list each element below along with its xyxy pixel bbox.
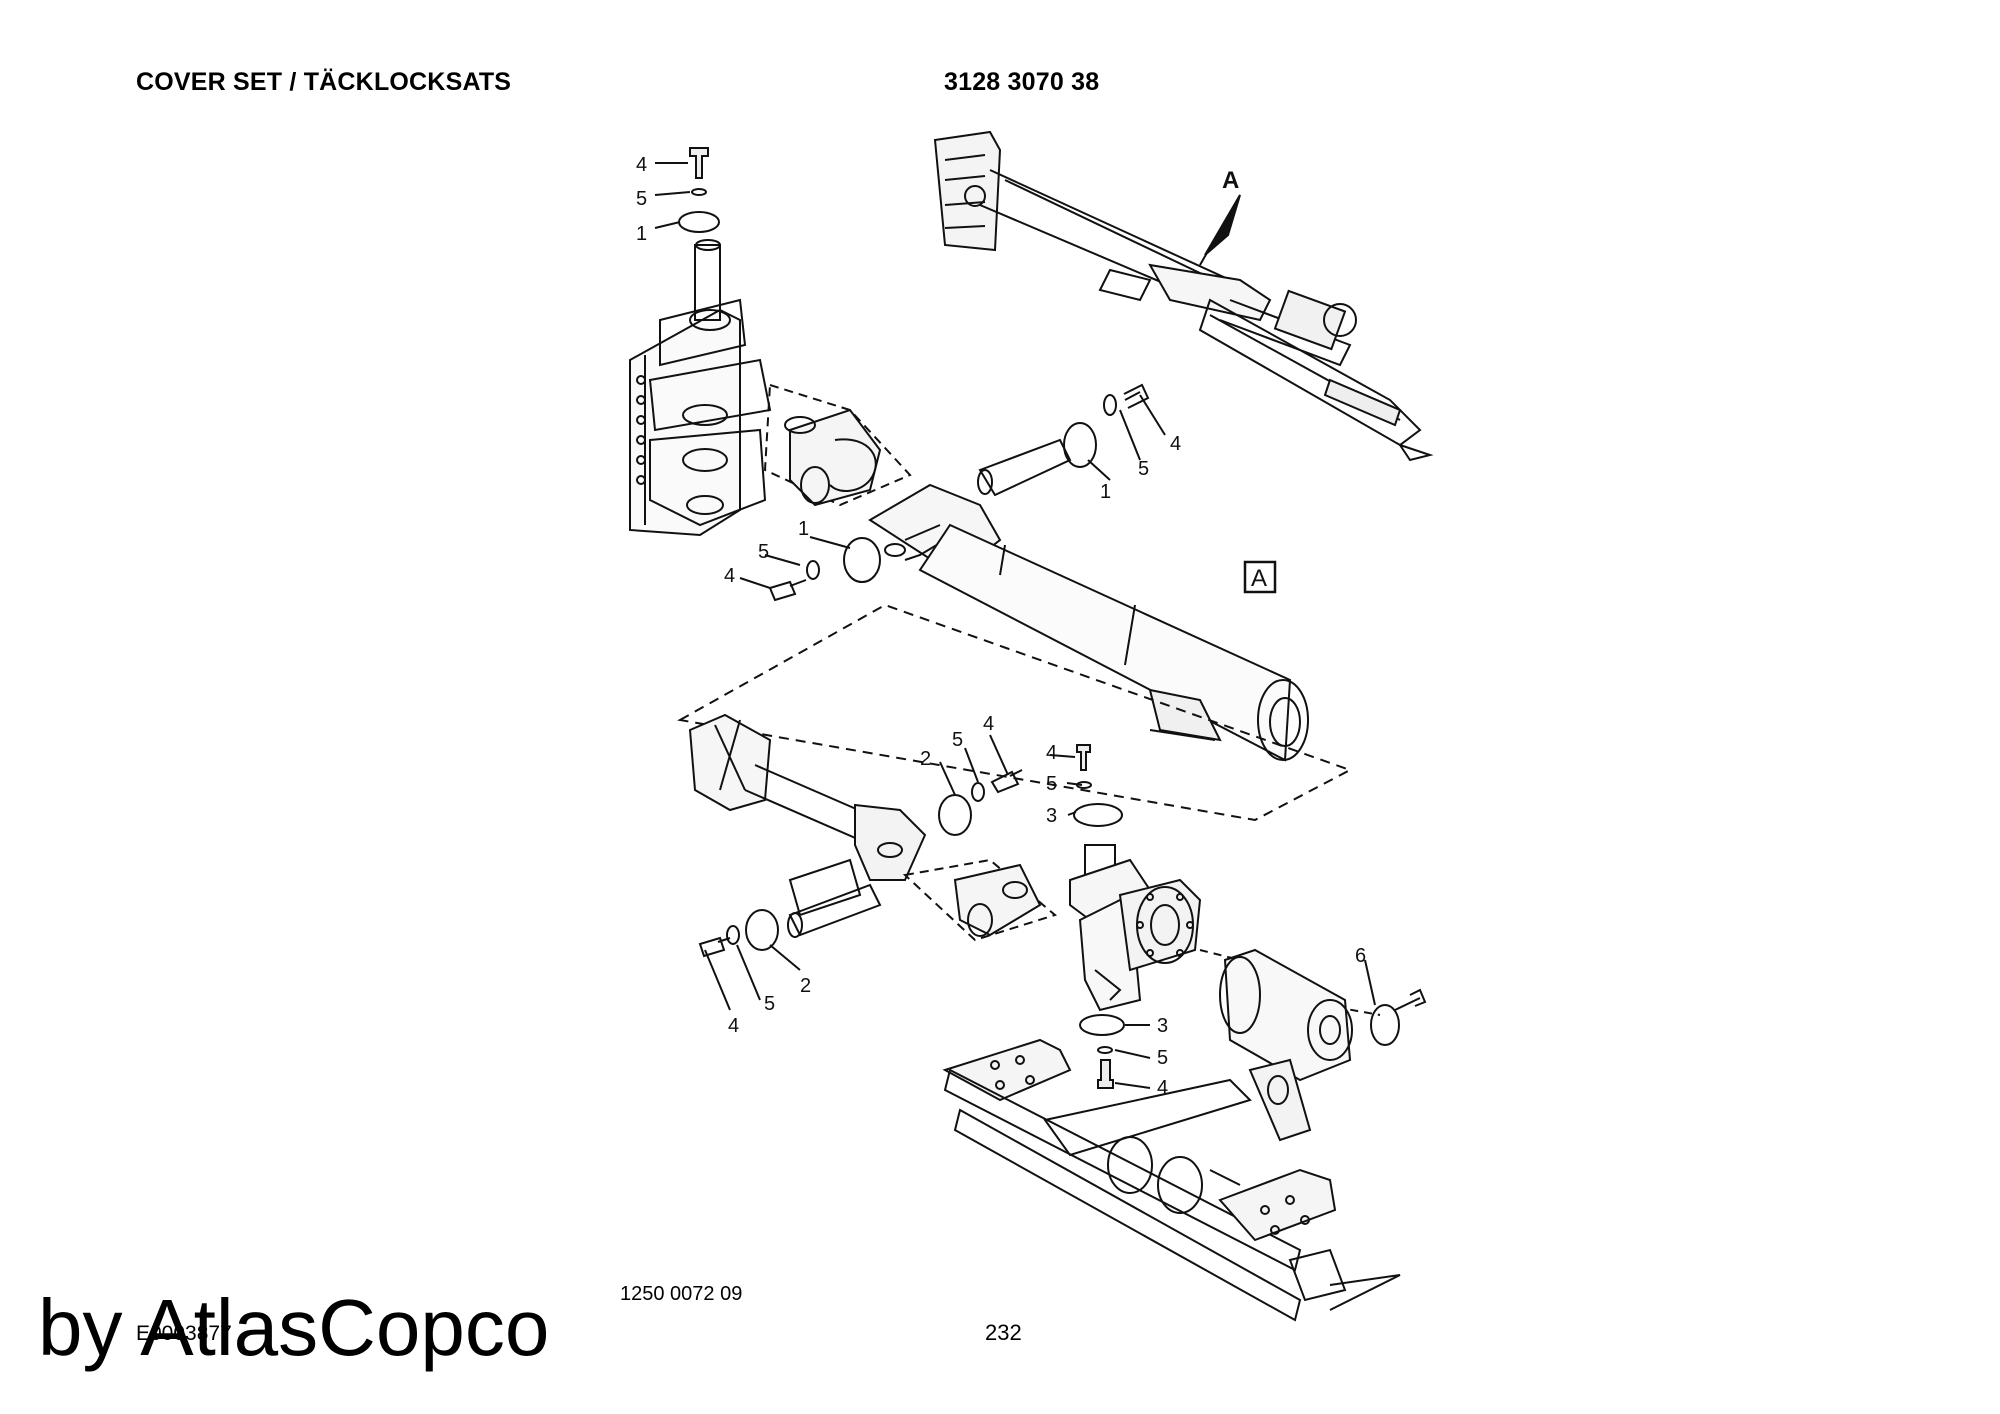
document-title: COVER SET / TÄCKLOCKSATS [136,68,512,96]
yoke [784,408,882,507]
item-label: 1 [636,223,647,245]
item-label: 4 [724,565,735,587]
part-number: 3128 3070 38 [944,68,1100,96]
item-label: 4 [1157,1077,1168,1099]
item-label: 2 [920,748,931,770]
item-label: 3 [1157,1015,1168,1037]
item-label: 6 [1355,945,1366,967]
upper-item-stack [654,147,720,233]
lower-cover-item-2-left [698,909,801,1011]
item-label: 5 [952,729,963,751]
lower-clevis [953,863,1042,937]
item-label: 4 [636,154,647,176]
item-label: 5 [1157,1047,1168,1069]
main-boom-tube [868,483,1309,762]
lower-boom-head [688,713,927,917]
item-label: 4 [728,1015,739,1037]
left-boom-cover [739,536,881,602]
item-label: 5 [1046,773,1057,795]
view-arrow-label: A [1222,167,1239,194]
upper-bracket-assembly [629,239,772,537]
lower-chassis [942,1038,1401,1322]
item-label: 5 [636,188,647,210]
item-label: 4 [983,713,994,735]
item-label: 1 [798,518,809,540]
overview-boom [933,130,1434,462]
central-knuckle [1049,744,1202,1089]
item-label: 4 [1170,433,1181,455]
item-label: 2 [800,975,811,997]
item-label: 5 [1138,458,1149,480]
page-number: 232 [985,1320,1022,1345]
upper-pin-and-cover [977,383,1166,497]
figure-code: E0003877 [136,1322,232,1345]
lower-cover-item-2-upper [938,734,1023,836]
item-label: 5 [764,993,775,1015]
item-label: 4 [1046,742,1057,764]
reference-code: 1250 0072 09 [620,1283,743,1305]
view-box-label: A [1251,565,1267,592]
item-label: 3 [1046,805,1057,827]
right-swing-unit [1219,948,1427,1142]
item-number-labels: 4 5 1 4 5 1 1 5 4 2 5 4 4 5 3 3 5 4 6 2 … [636,154,1366,1099]
item-label: 5 [758,541,769,563]
item-label: 1 [1100,481,1111,503]
watermark: by AtlasCopco [38,1283,550,1372]
